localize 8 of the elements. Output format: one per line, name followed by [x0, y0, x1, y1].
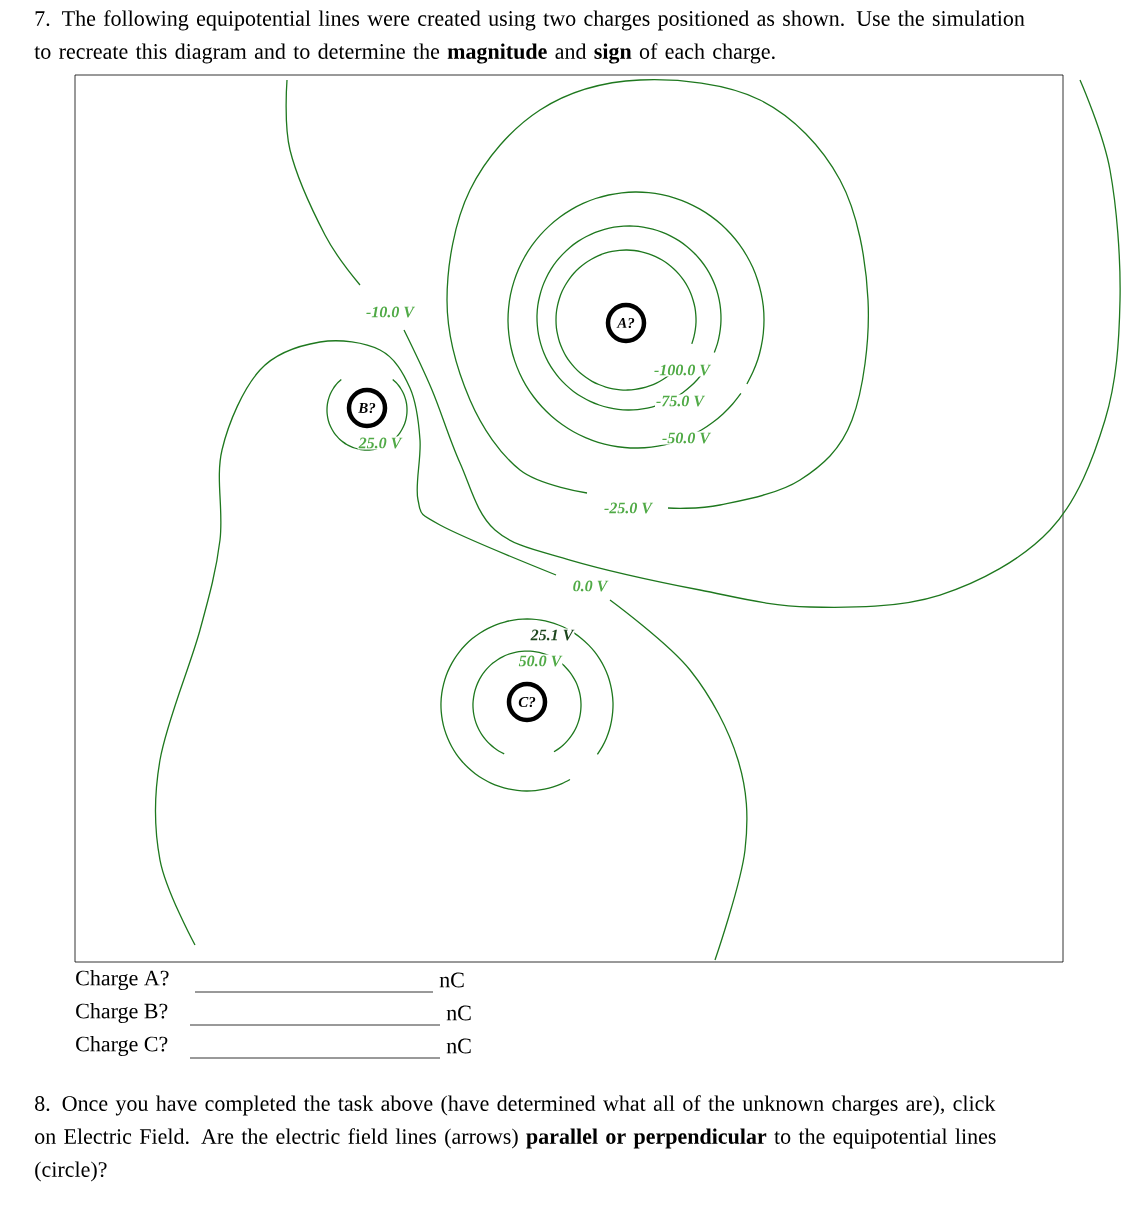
answer-prompt: Charge C?: [76, 1036, 168, 1056]
question-text: 8. Once you have completed the task above (have determined what all of the unknown charges are), click on Electric Field. Are the electric field lines (arrows) parallel or perpendicular to the equipotential lines (circle)?: [35, 1095, 996, 1182]
question-text: 7. The following equipotential lines were created using two charges positioned as shown. Use the simulation to recreate this diagram and to determine the magnitude and sign of each charge.: [34, 10, 1025, 64]
unit-label: nC: [439, 972, 464, 988]
unit-label: nC: [446, 1005, 471, 1021]
unit-label: nC: [446, 1038, 471, 1054]
answer-prompt: Charge A?: [76, 970, 169, 990]
answer-prompt: Charge B?: [76, 1003, 168, 1023]
